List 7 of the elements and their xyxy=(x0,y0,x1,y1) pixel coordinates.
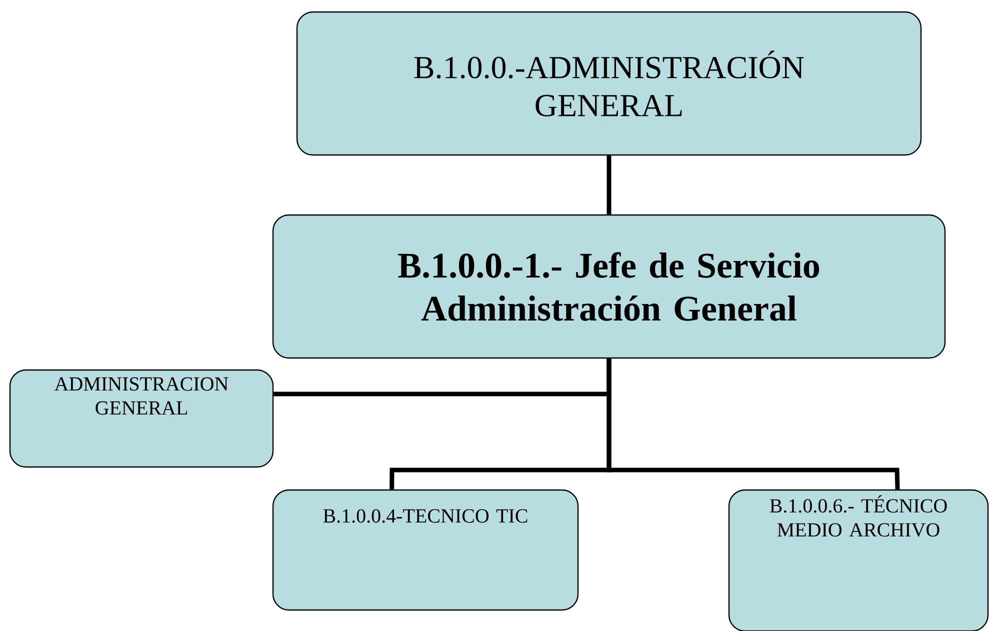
org-box: B.1.0.0.-1.- Jefe de Servicio Administración General xyxy=(272,214,946,359)
connector-line xyxy=(606,358,900,490)
org-box: B.1.0.0.6.- TÉCNICO MEDIO ARCHIVO xyxy=(728,489,989,631)
org-box: ADMINISTRACION GENERAL xyxy=(9,369,274,468)
org-box: B.1.0.0.-ADMINISTRACIÓN GENERAL xyxy=(296,11,922,156)
org-box: B.1.0.0.4-TECNICO TIC xyxy=(272,489,579,611)
connector-line xyxy=(606,156,612,214)
